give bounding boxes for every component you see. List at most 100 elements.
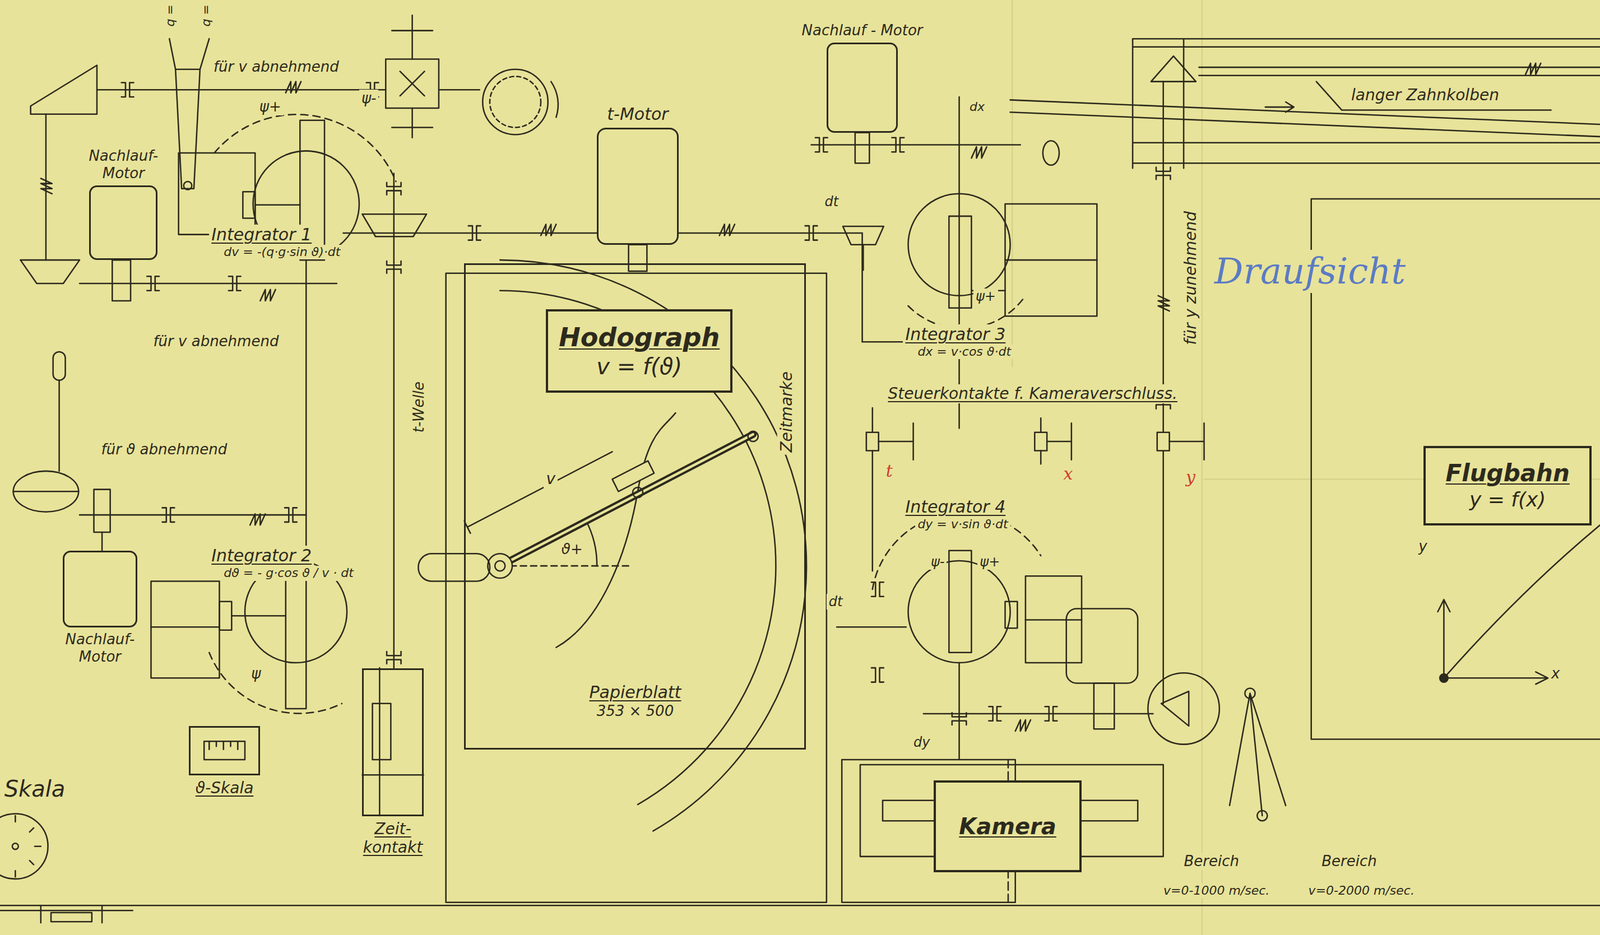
drawing-lines-part xyxy=(1156,167,1171,180)
drawing-lines-part xyxy=(150,581,220,679)
drawing-lines-part xyxy=(855,132,870,164)
paper-sheet: Papierblatt353 × 500 Hodographv = f(ϑ) xyxy=(464,263,806,751)
node-title: Nachlauf - Motor xyxy=(799,21,926,40)
drawing-label: für ϑ abnehmend xyxy=(99,441,230,459)
title-box: Flugbahny = f(x) xyxy=(1423,446,1592,526)
scale-box-outline xyxy=(188,726,261,776)
drawing-lines-part xyxy=(836,627,959,760)
drawing-lines-part xyxy=(13,490,80,493)
motor-symbol-outline xyxy=(62,550,138,628)
node-title: Integrator 2 xyxy=(209,545,314,567)
title-box: Hodographv = f(ϑ) xyxy=(545,309,733,393)
drawing-lines-part xyxy=(386,261,401,274)
drawing-label: dy xyxy=(911,734,932,751)
drawing-lines-part xyxy=(372,703,392,760)
drawing-lines-part xyxy=(1316,81,1552,111)
drawing-lines-part xyxy=(254,204,300,207)
drawing-lines-part xyxy=(0,813,49,879)
drawing-lines-part xyxy=(40,178,53,194)
drawing-lines-part xyxy=(94,489,111,533)
drawing-label: Bereich xyxy=(1319,852,1380,871)
drawing-lines-part xyxy=(719,224,735,236)
node-formula: dϑ = - g·cos ϑ / v · dt xyxy=(221,566,356,581)
drawing-label: y xyxy=(1416,538,1430,556)
drawing-lines-part xyxy=(948,216,972,309)
drawing-lines-part xyxy=(386,651,401,665)
drawing-lines-part xyxy=(214,114,396,182)
drawing-lines-part xyxy=(1010,67,1600,137)
node-formula: v = f(ϑ) xyxy=(594,353,685,380)
drawing-lines-part xyxy=(632,487,643,498)
drawing-lines-part xyxy=(1093,683,1115,730)
shaft-connector xyxy=(342,232,597,235)
drawing-label: v=0-2000 m/sec. xyxy=(1306,883,1417,899)
drawing-lines-part xyxy=(249,513,266,526)
paper-creases xyxy=(1012,0,1600,935)
drawing-lines-part xyxy=(1257,810,1268,822)
drawing-lines-part xyxy=(79,283,337,285)
drawing-lines-part xyxy=(1025,576,1082,663)
drawing-lines-part xyxy=(1042,140,1060,166)
node-title: Kamera xyxy=(956,813,1059,841)
drawing-lines-part xyxy=(1229,693,1286,816)
drawing-label: ψ- xyxy=(928,554,948,571)
drawing-label: v xyxy=(543,469,558,489)
drawing-lines-part xyxy=(386,182,401,196)
drawing-lines-part xyxy=(1161,691,1189,727)
paper-creases-part xyxy=(1012,0,1600,935)
integrator-label: Integrator 1dv = -(q·g·sin ϑ)·dt xyxy=(209,224,343,260)
drawing-label: für v abnehmend xyxy=(150,332,281,351)
drawing-label: dt xyxy=(826,594,846,611)
node-title: Nachlauf- Motor xyxy=(86,147,161,183)
drawing-lines xyxy=(0,15,1600,924)
drawing-lines-part xyxy=(285,571,306,709)
drawing-label: ψ+ xyxy=(977,554,1003,571)
drawing-lines-part xyxy=(871,668,884,683)
drawing-lines-part xyxy=(540,224,556,236)
drawing-lines-part xyxy=(0,905,1600,924)
node-formula: 353 × 500 xyxy=(594,702,677,721)
drawing-lines-part xyxy=(872,407,914,572)
drawing-lines-part xyxy=(1265,101,1295,113)
drawing-lines-part xyxy=(499,565,633,568)
drawing-lines-part xyxy=(971,146,987,159)
drawing-label: Skala xyxy=(2,775,68,803)
drawing-lines-part xyxy=(842,226,884,245)
drawing-lines-part xyxy=(1244,688,1255,699)
node-title: Zeit- kontakt xyxy=(360,819,425,858)
node-formula: dv = -(q·g·sin ϑ)·dt xyxy=(221,244,343,260)
drawing-label: q = xyxy=(198,2,214,29)
handwritten-mark: y xyxy=(1183,467,1198,488)
node-title: Hodograph xyxy=(556,322,722,354)
drawing-lines-part xyxy=(30,65,97,114)
drawing-label: ψ+ xyxy=(973,288,999,305)
drawing-lines-part xyxy=(150,615,286,628)
drawing-lines-part xyxy=(45,89,480,261)
drawing-lines-part xyxy=(1044,706,1057,721)
drawing-label: ψ- xyxy=(359,89,379,108)
motor-symbol: t-Motor xyxy=(596,104,679,245)
drawing-lines-part xyxy=(285,81,301,94)
drawing-lines-part xyxy=(418,553,490,582)
motor-symbol: Nachlauf- Motor xyxy=(86,147,161,261)
camera-box: Kamera xyxy=(933,780,1082,873)
drawing-lines-part xyxy=(585,520,597,567)
drawing-lines-part xyxy=(811,96,1021,429)
node-title: Nachlauf- Motor xyxy=(63,631,138,666)
drawing-lines-part xyxy=(550,81,559,118)
drawing-lines-part xyxy=(628,244,648,272)
drawing-lines-part xyxy=(391,15,433,138)
drawing-lines-part xyxy=(162,507,175,522)
drawing-lines-part xyxy=(815,137,828,152)
drawing-lines-part xyxy=(1158,295,1170,312)
node-title: Integrator 3 xyxy=(902,324,1008,345)
drawing-lines-part xyxy=(446,273,827,903)
drawing-lines-part xyxy=(611,461,655,493)
handwritten-note: Draufsicht xyxy=(1212,249,1408,294)
node-title: Flugbahn xyxy=(1443,459,1572,488)
drawing-lines-part xyxy=(494,560,505,572)
drawing-label: x xyxy=(1549,665,1562,683)
drawing-lines-part xyxy=(219,601,232,631)
drawing-lines-part xyxy=(908,295,1026,329)
node-title: Papierblatt xyxy=(586,682,684,703)
